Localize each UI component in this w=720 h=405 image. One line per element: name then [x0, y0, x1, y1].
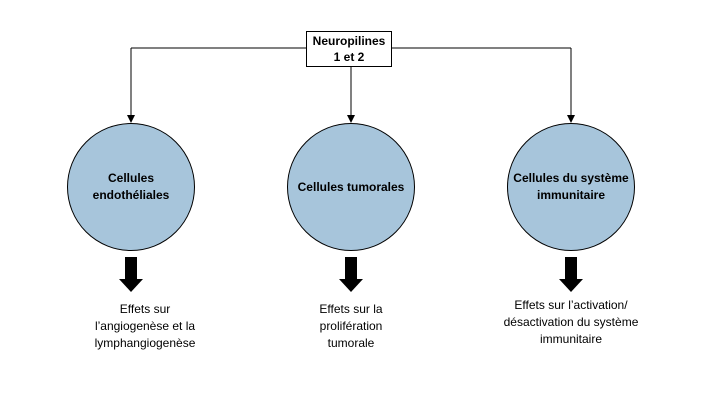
immune-cells-circle: Cellules du système immunitaire [507, 123, 635, 251]
immune-effect-text: Effets sur l’activation/ désactivation d… [481, 297, 661, 348]
neuropilins-label-line-1: Neuropilines [312, 34, 386, 48]
immune-effect-line-2: désactivation du système [503, 315, 639, 329]
tumoral-effect-text: Effets sur la prolifération tumorale [261, 301, 441, 352]
block-arrow-immune [559, 257, 583, 292]
immune-cells-label-line-2: immunitaire [536, 188, 605, 202]
endothelial-effect-line-2: l’angiogenèse et la [94, 319, 196, 333]
immune-effect-line-1: Effets sur l’activation/ [514, 298, 628, 312]
neuropilins-label-line-2: 1 et 2 [333, 50, 365, 64]
block-arrow-endothelial [119, 257, 143, 292]
endothelial-effect-line-3: lymphangiogenèse [94, 336, 196, 350]
tumoral-effect-line-2: prolifération [319, 319, 383, 333]
immune-cells-label-line-1: Cellules du système [513, 171, 629, 185]
endothelial-effect-text: Effets sur l’angiogenèse et la lymphangi… [55, 301, 235, 352]
tumor-cells-label: Cellules tumorales [297, 179, 405, 194]
endothelial-cells-label: Cellules endothéliales [92, 171, 170, 202]
immune-effect-line-3: immunitaire [539, 332, 602, 346]
endothelial-cells-circle: Cellules endothéliales [67, 123, 195, 251]
tumoral-effect-line-1: Effets sur la [319, 302, 383, 316]
tumoral-effect-line-3: tumorale [327, 336, 375, 350]
block-arrow-tumoral [339, 257, 363, 292]
tumor-cells-circle: Cellules tumorales [287, 123, 415, 251]
neuropilins-box: Neuropilines 1 et 2 [306, 31, 392, 67]
endothelial-effect-line-1: Effets sur [119, 302, 171, 316]
